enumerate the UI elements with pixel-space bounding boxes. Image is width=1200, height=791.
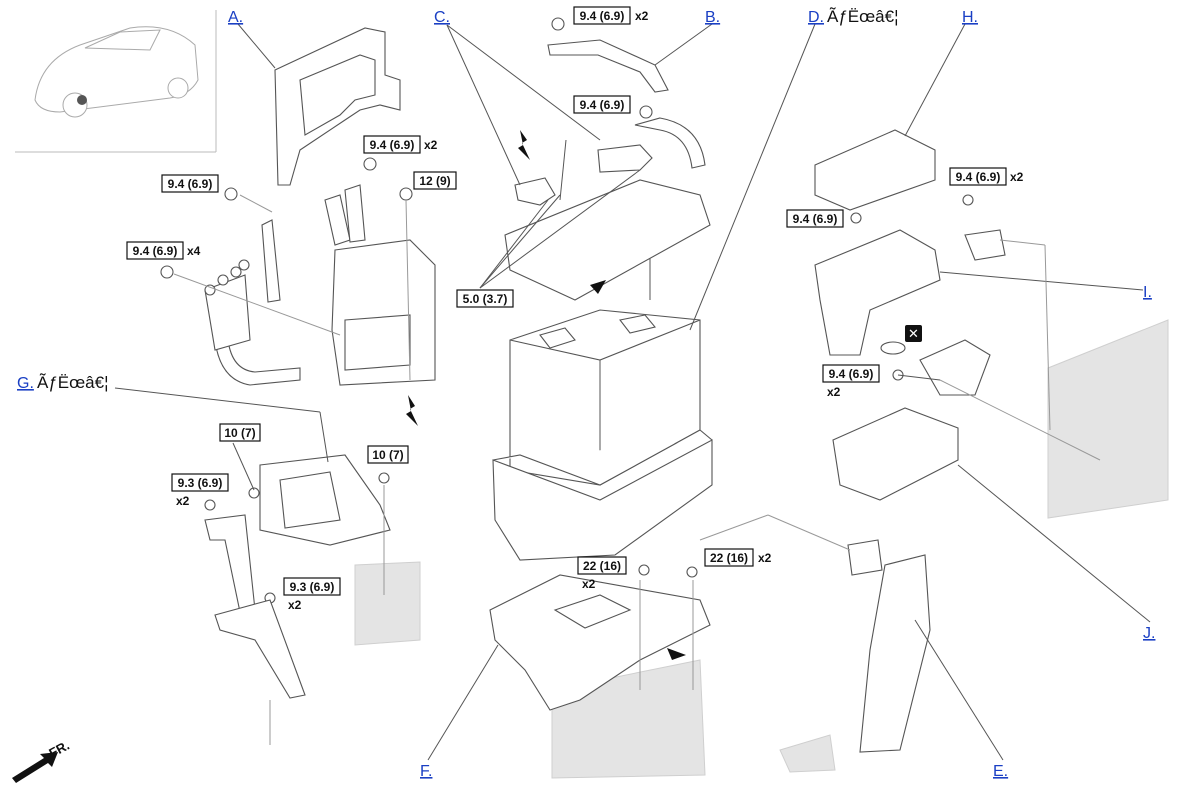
disconnect-symbols [406, 130, 530, 426]
quantity-label: x2 [827, 385, 841, 399]
callout-e[interactable]: E. [993, 763, 1008, 780]
torque-spec: 10 (7) [367, 445, 409, 464]
torque-spec: 10 (7) [219, 423, 261, 442]
svg-text:9.3 (6.9): 9.3 (6.9) [178, 476, 223, 490]
svg-text:9.4 (6.9): 9.4 (6.9) [168, 177, 213, 191]
quantity-label: x2 [758, 551, 772, 565]
callout-h[interactable]: H. [962, 9, 978, 26]
torque-spec: 9.4 (6.9) x2 [822, 364, 880, 399]
quantity-label: x2 [176, 494, 190, 508]
fuse-box-cover-part [814, 129, 936, 211]
cover-bracket-part [274, 27, 401, 186]
callout-d[interactable]: D. [808, 9, 824, 26]
svg-text:22 (16): 22 (16) [583, 559, 621, 573]
hold-down-bracket-part [547, 39, 706, 169]
battery-part [509, 309, 701, 486]
torque-spec-labels: 9.4 (6.9) x2 9.4 (6.9) 9.4 (6.9) x4 12 (… [126, 6, 1024, 612]
torque-spec: 5.0 (3.7) [456, 289, 514, 308]
callout-f[interactable]: F. [420, 763, 432, 780]
callout-labels: A. C. B. D. ÃƒËœâ€¦ H. I. J. E. F. G. Ãƒ… [17, 7, 1155, 780]
quantity-label: x2 [635, 9, 649, 23]
replace-part-icon: ✕ [905, 325, 922, 342]
torque-spec: 9.3 (6.9) x2 [283, 577, 341, 612]
fuse-box-base-part [832, 407, 959, 501]
torque-spec: 9.4 (6.9) [786, 209, 844, 228]
torque-spec: 22 (16) x2 [577, 556, 627, 591]
bolt-markers [160, 17, 974, 604]
battery-cable-harness [204, 184, 436, 386]
torque-spec: 9.4 (6.9) [573, 95, 631, 114]
quantity-label: x2 [1010, 170, 1024, 184]
fuse-box-part [814, 229, 1006, 396]
body-panel-shading [354, 319, 1169, 779]
svg-text:9.4 (6.9): 9.4 (6.9) [580, 98, 625, 112]
torque-spec: 9.4 (6.9) x2 [949, 167, 1024, 186]
direction-arrows [590, 280, 686, 660]
battery-base-part [489, 574, 711, 711]
front-direction-indicator: FR. [12, 738, 72, 783]
torque-spec: 12 (9) [413, 171, 457, 190]
svg-text:9.4 (6.9): 9.4 (6.9) [133, 244, 178, 258]
svg-text:22 (16): 22 (16) [710, 551, 748, 565]
svg-text:12 (9): 12 (9) [419, 174, 450, 188]
torque-spec: 22 (16) x2 [704, 548, 772, 567]
torque-spec: x2 [635, 9, 649, 23]
battery-terminals-part [514, 139, 653, 300]
torque-spec: 9.4 (6.9) [573, 6, 631, 25]
svg-text:9.4 (6.9): 9.4 (6.9) [580, 9, 625, 23]
replace-symbol-text: ✕ [908, 327, 919, 342]
battery-cover-part [504, 179, 711, 301]
torque-spec: 9.4 (6.9) [161, 174, 219, 193]
svg-text:9.4 (6.9): 9.4 (6.9) [829, 367, 874, 381]
torque-spec: 9.4 (6.9) x2 [363, 135, 438, 154]
torque-spec: 9.4 (6.9) x4 [126, 241, 201, 260]
callout-d-suffix: ÃƒËœâ€¦ [827, 7, 899, 26]
quantity-label: x4 [187, 244, 201, 258]
svg-text:9.4 (6.9): 9.4 (6.9) [956, 170, 1001, 184]
svg-text:10 (7): 10 (7) [224, 426, 255, 440]
svg-text:9.4 (6.9): 9.4 (6.9) [793, 212, 838, 226]
quantity-label: x2 [424, 138, 438, 152]
svg-text:10 (7): 10 (7) [372, 448, 403, 462]
quantity-label: x2 [582, 577, 596, 591]
svg-text:9.3 (6.9): 9.3 (6.9) [290, 580, 335, 594]
callout-a[interactable]: A. [228, 9, 243, 26]
air-intake-duct-part [847, 539, 931, 753]
callout-g[interactable]: G. [17, 375, 34, 392]
svg-text:5.0 (3.7): 5.0 (3.7) [463, 292, 508, 306]
quantity-label: x2 [288, 598, 302, 612]
callout-g-suffix: ÃƒËœâ€¦ [37, 373, 109, 392]
leader-lines [114, 23, 1151, 761]
callout-b[interactable]: B. [705, 9, 720, 26]
vehicle-locator-inset [15, 10, 217, 153]
battery-tray-part [492, 429, 713, 561]
svg-text:9.4 (6.9): 9.4 (6.9) [370, 138, 415, 152]
callout-j[interactable]: J. [1143, 625, 1155, 642]
callout-c[interactable]: C. [434, 9, 450, 26]
torque-spec: 9.3 (6.9) x2 [171, 473, 229, 508]
battery-sensor-bracket-part [204, 454, 391, 699]
callout-i[interactable]: I. [1143, 284, 1152, 301]
